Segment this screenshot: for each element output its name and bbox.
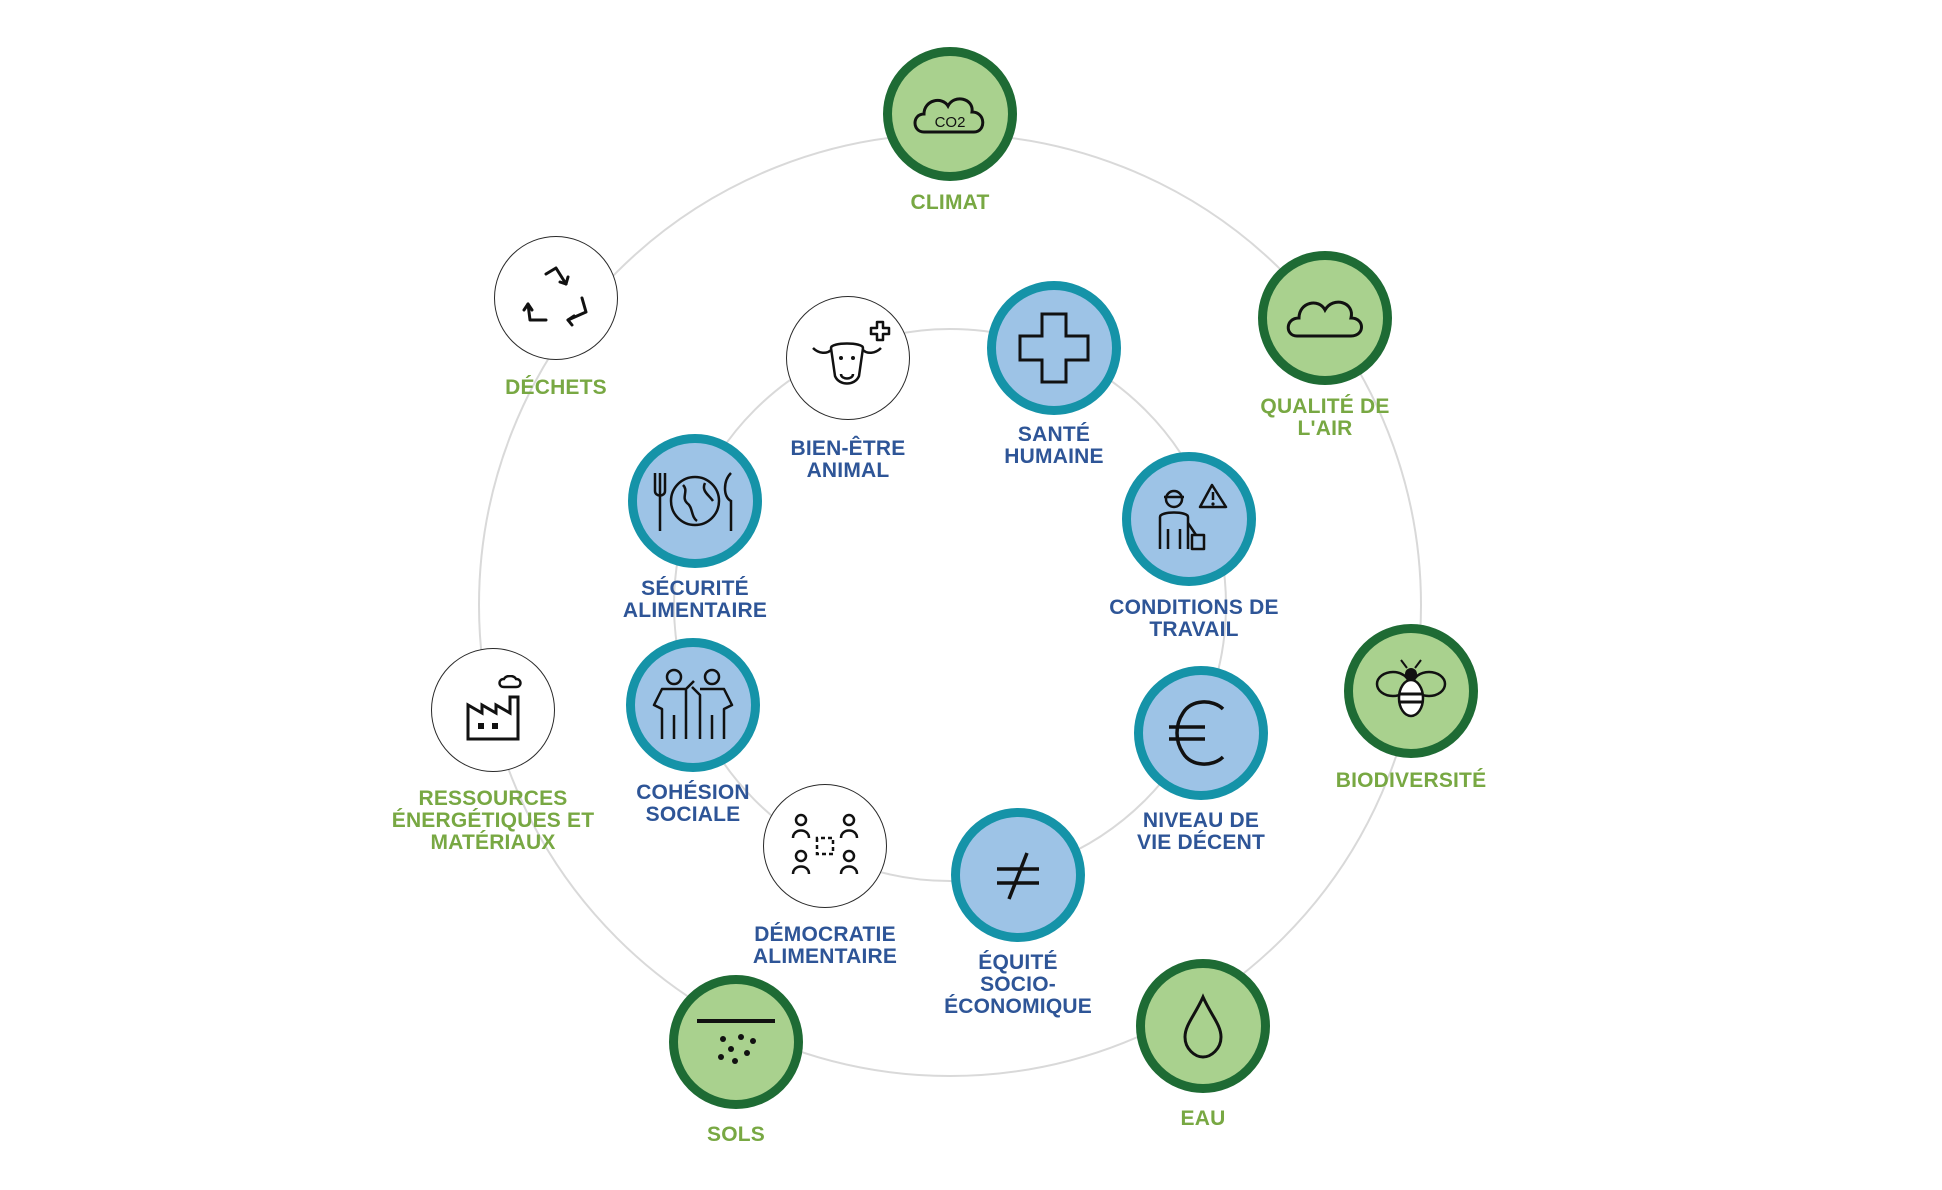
node-conditions-travail [1122, 452, 1256, 586]
node-climat: CO2 [883, 47, 1017, 181]
water-drop-icon [1183, 993, 1223, 1059]
node-sante-humaine [987, 281, 1121, 415]
node-eau [1136, 959, 1270, 1093]
node-sols [669, 975, 803, 1109]
inner-ring-circle [673, 328, 1227, 882]
factory-icon [466, 675, 522, 741]
label-securite: SÉCURITÉ ALIMENTAIRE [622, 577, 768, 622]
euro-icon [1169, 700, 1225, 766]
node-biodiversite [1344, 624, 1478, 758]
label-sols: SOLS [707, 1123, 765, 1146]
not-equal-icon [997, 852, 1039, 900]
co2-text: CO2 [935, 114, 966, 131]
recycle-icon [522, 266, 588, 327]
label-niveau-vie: NIVEAU DE VIE DÉCENT [1136, 809, 1266, 854]
soil-icon [697, 1019, 775, 1064]
node-qualite-air [1258, 251, 1392, 385]
label-democratie: DÉMOCRATIE ALIMENTAIRE [752, 923, 898, 968]
label-biodiversite: BIODIVERSITÉ [1335, 769, 1487, 792]
label-cohesion: COHÉSION SOCIALE [636, 781, 750, 826]
label-dechets: DÉCHETS [505, 376, 607, 399]
node-cohesion [626, 638, 760, 772]
two-people-icon [652, 668, 734, 739]
node-niveau-vie [1134, 666, 1268, 800]
node-ressources [431, 648, 555, 772]
node-equite [951, 808, 1085, 942]
node-dechets [494, 236, 618, 360]
worker-warning-icon [1158, 483, 1228, 551]
co2-cloud-icon: CO2 [913, 97, 985, 134]
label-ressources: RESSOURCES ÉNERGÉTIQUES ET MATÉRIAUX [391, 787, 595, 854]
node-securite [628, 434, 762, 568]
label-eau: EAU [1180, 1107, 1226, 1130]
cow-cross-icon [812, 320, 891, 385]
cloud-icon [1286, 300, 1363, 338]
label-sante-humaine: SANTÉ HUMAINE [1004, 423, 1104, 468]
label-bien-etre: BIEN-ÊTRE ANIMAL [790, 437, 906, 482]
globe-plate-icon [653, 472, 733, 531]
medical-cross-icon [1018, 312, 1090, 384]
label-equite: ÉQUITÉ SOCIO- ÉCONOMIQUE [944, 951, 1092, 1018]
bee-icon [1375, 659, 1447, 718]
label-conditions-travail: CONDITIONS DE TRAVAIL [1109, 596, 1279, 641]
node-bien-etre [786, 296, 910, 420]
label-climat: CLIMAT [910, 191, 990, 214]
people-group-icon [791, 813, 859, 875]
label-qualite-air: QUALITÉ DE L'AIR [1260, 395, 1390, 440]
node-democratie [763, 784, 887, 908]
